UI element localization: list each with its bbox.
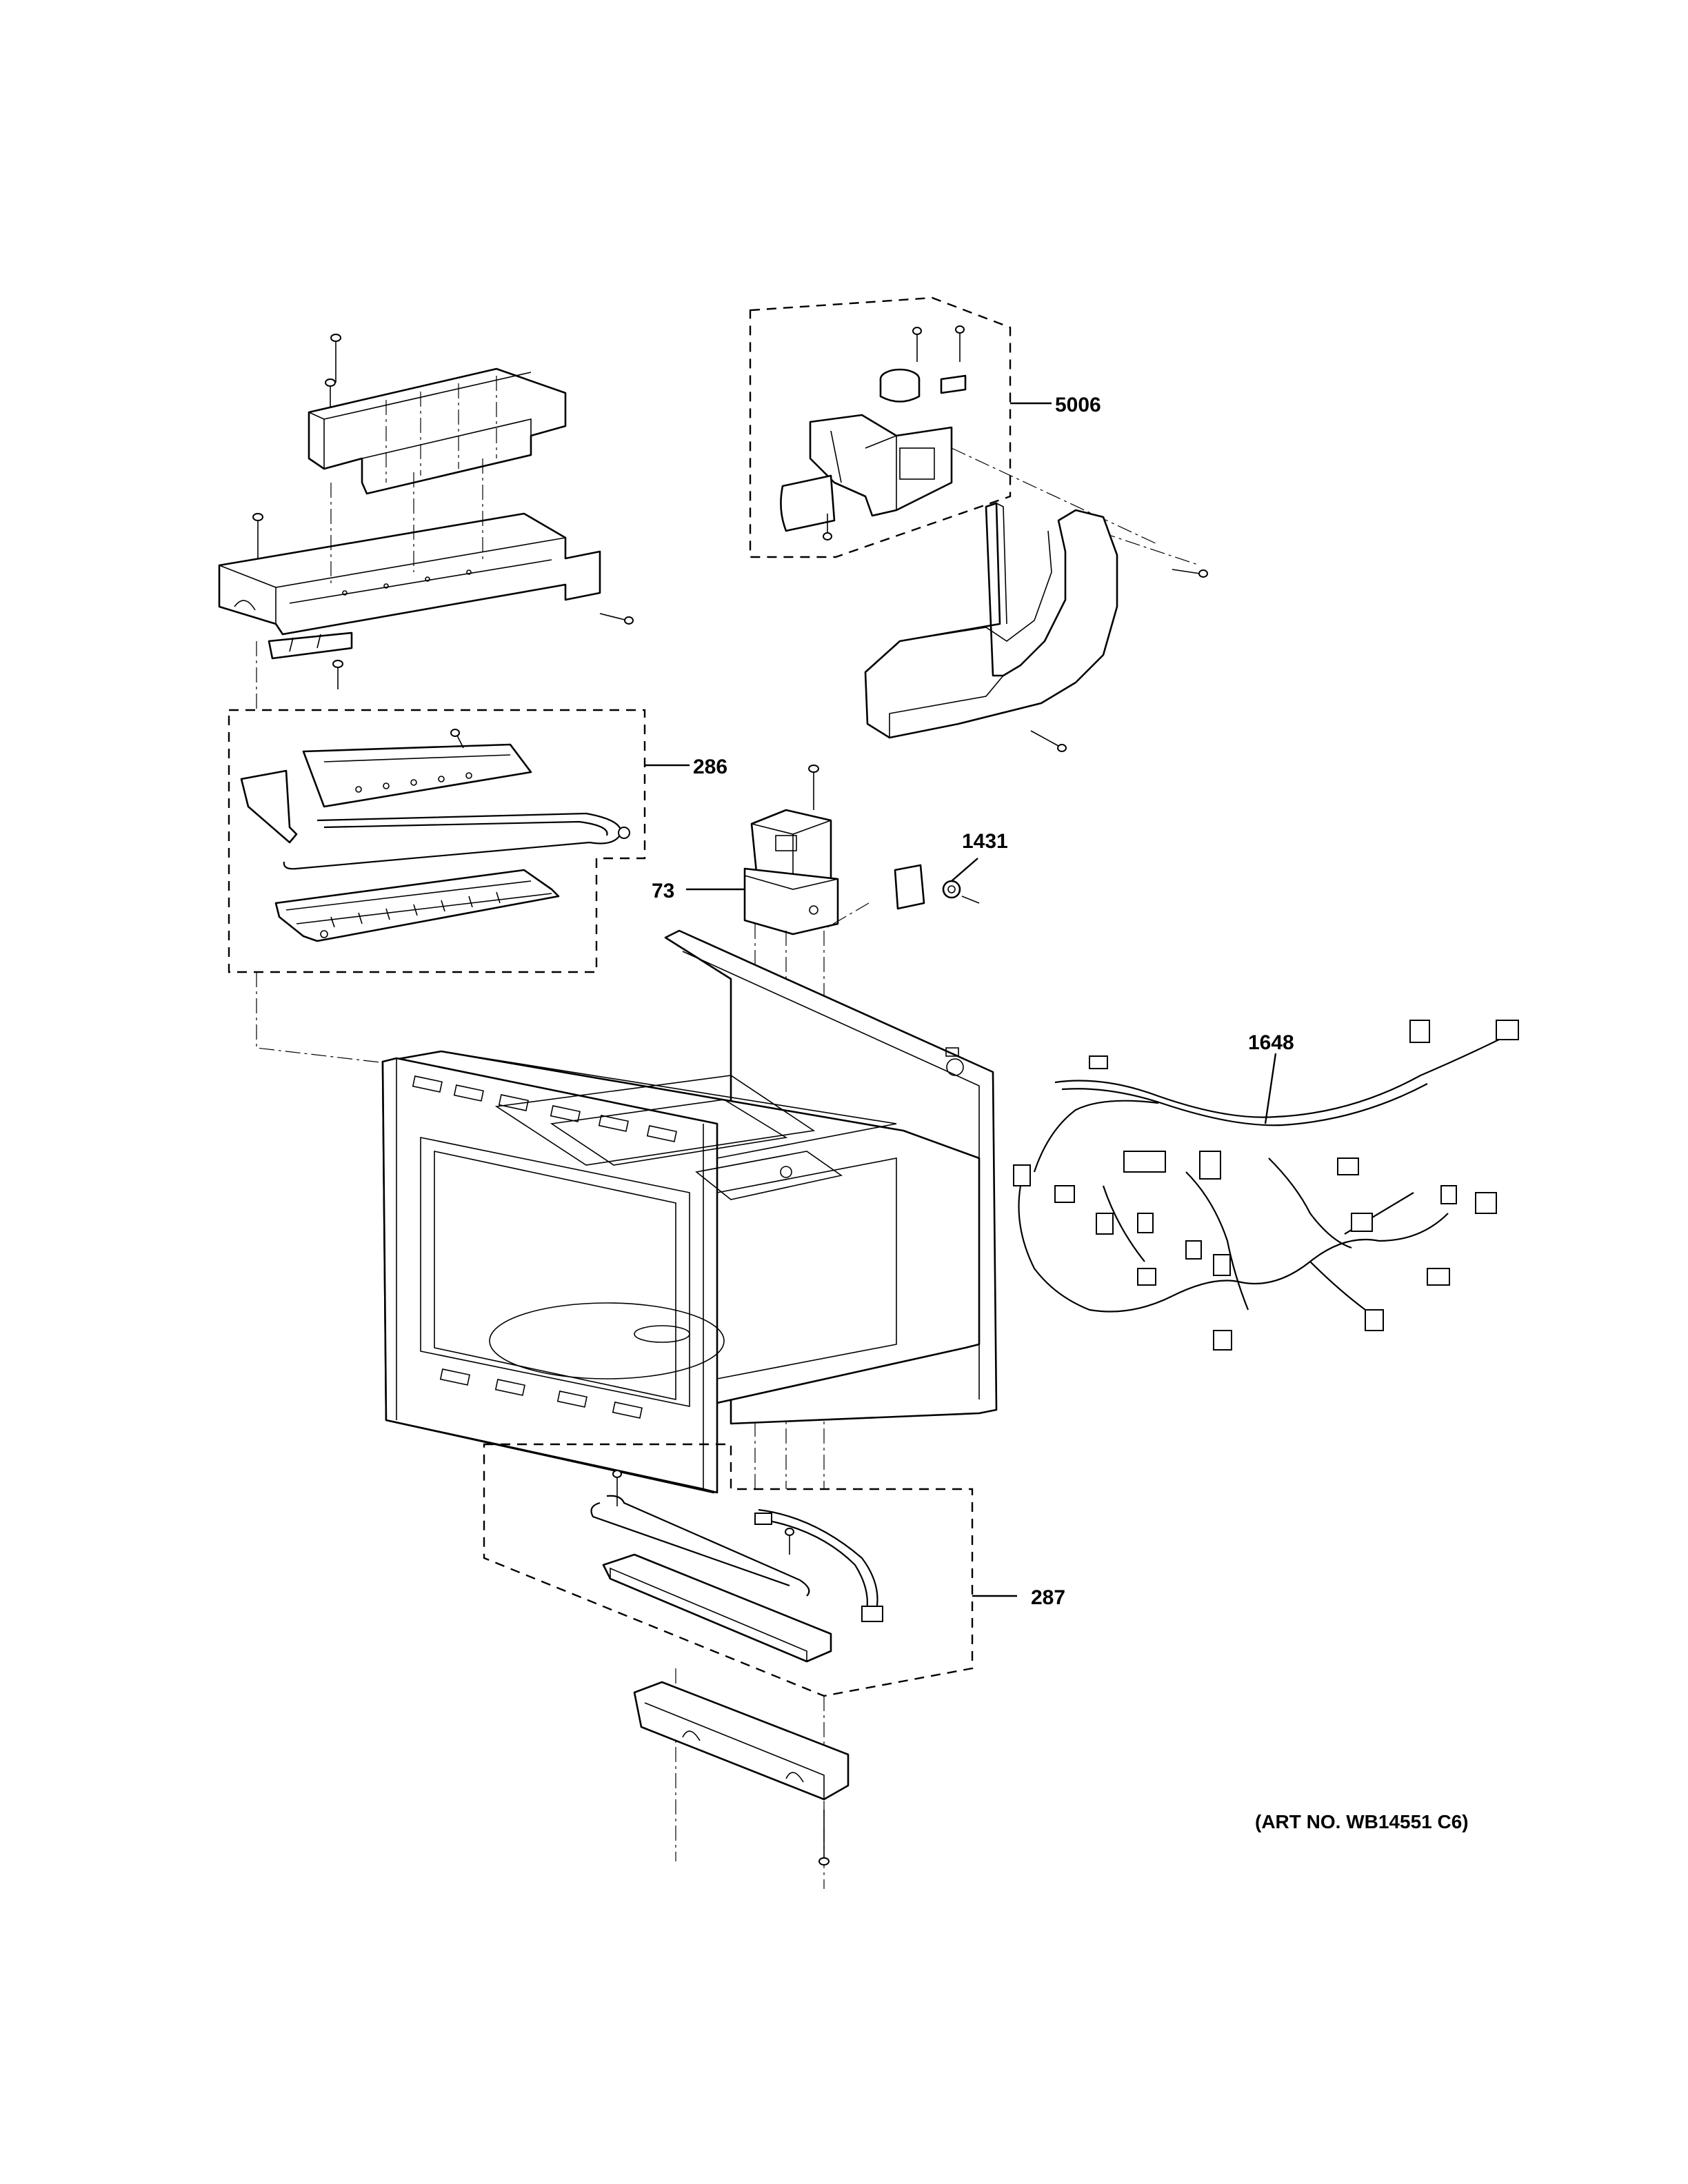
callout-1648: 1648 bbox=[1248, 1031, 1294, 1054]
screw-icon bbox=[961, 896, 980, 904]
screw-icon bbox=[1030, 730, 1067, 752]
callout-287: 287 bbox=[1031, 1586, 1065, 1609]
screw-icon bbox=[1172, 569, 1208, 578]
thermostat-1431: 1431 bbox=[894, 830, 1008, 910]
screw-icon bbox=[252, 513, 263, 558]
screw-icon bbox=[823, 514, 832, 540]
wire-harness-1648: 1648 bbox=[1013, 1020, 1519, 1351]
screw-icon bbox=[785, 1528, 794, 1555]
screw-icon bbox=[612, 1470, 622, 1506]
magnetron-73: 73 bbox=[652, 765, 839, 936]
screw-icon bbox=[818, 1810, 830, 1866]
screw-icon bbox=[450, 729, 464, 749]
screw-icon bbox=[332, 660, 343, 689]
heater-assembly-286: 286 bbox=[228, 709, 727, 973]
screw-icon bbox=[599, 613, 634, 625]
callout-73: 73 bbox=[652, 880, 674, 902]
bottom-cover bbox=[633, 1668, 850, 1889]
lower-heater-assembly-287: 287 bbox=[483, 1443, 1065, 1697]
screw-icon bbox=[808, 765, 819, 810]
screw-icon bbox=[912, 327, 922, 362]
oven-cavity bbox=[381, 929, 998, 1494]
callout-5006: 5006 bbox=[1055, 394, 1101, 416]
screw-icon bbox=[955, 325, 965, 362]
callout-286: 286 bbox=[693, 756, 727, 778]
damper-assembly-5006: 5006 bbox=[749, 296, 1101, 558]
small-bracket bbox=[268, 631, 353, 689]
screw-icon bbox=[330, 334, 341, 383]
art-number: (ART NO. WB14551 C6) bbox=[1255, 1811, 1469, 1832]
upper-cover-bracket bbox=[308, 334, 567, 495]
lower-cover-plate bbox=[218, 458, 634, 636]
callout-1431: 1431 bbox=[962, 830, 1008, 853]
air-duct bbox=[864, 447, 1208, 752]
